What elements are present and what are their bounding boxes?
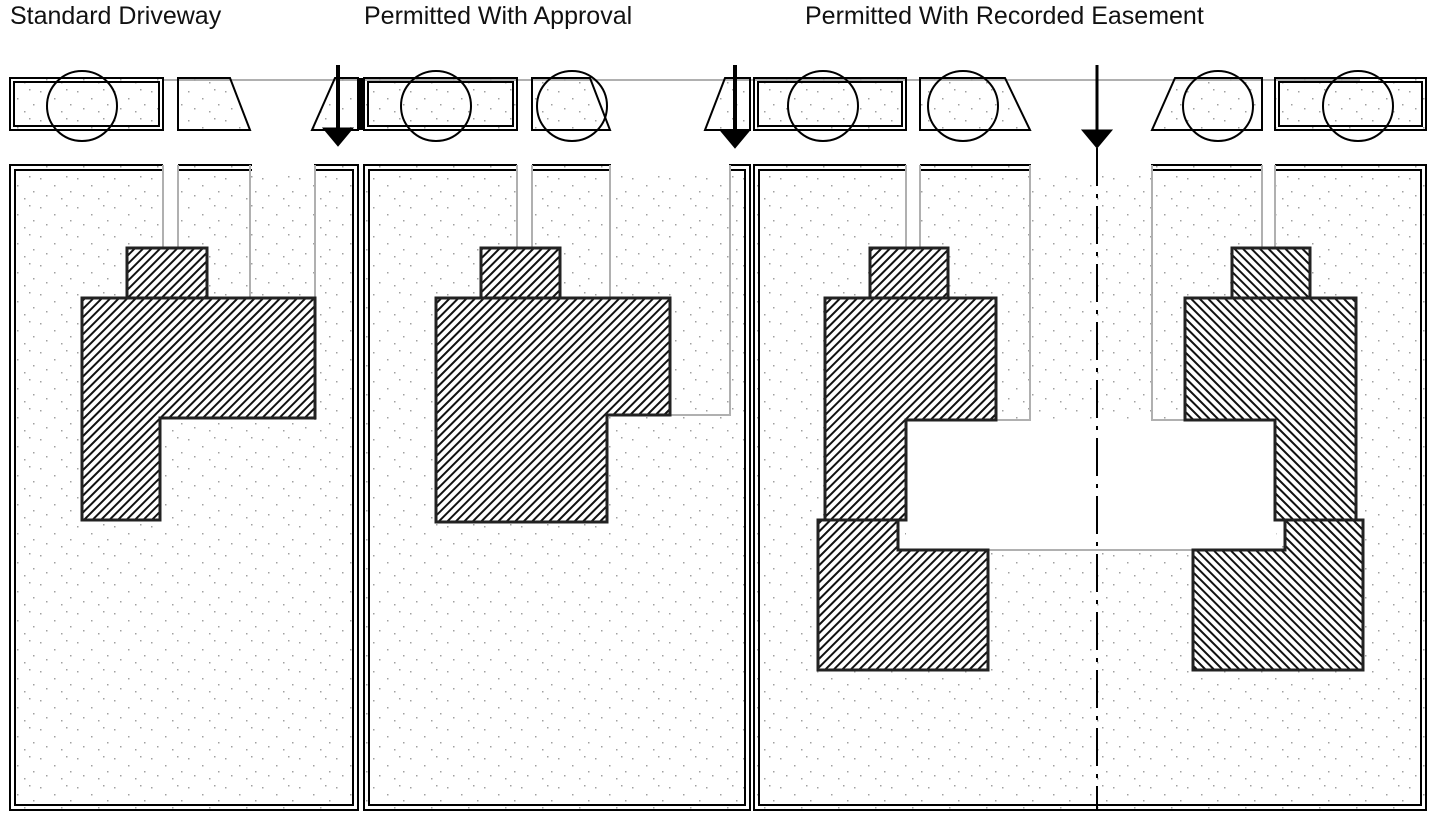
driveways bbox=[162, 160, 1285, 551]
tree-icon bbox=[1322, 70, 1394, 142]
house-easement-right bbox=[1183, 296, 1358, 522]
tree-icon bbox=[927, 70, 999, 142]
wing-easement-right bbox=[1191, 518, 1365, 672]
label-standard-driveway: Standard Driveway bbox=[10, 2, 222, 30]
tree-icon bbox=[400, 70, 472, 142]
label-permitted-with-recorded-easement: Permitted With Recorded Easement bbox=[805, 2, 1204, 30]
tree-icons bbox=[46, 70, 1394, 142]
tree-icon bbox=[536, 70, 608, 142]
tree-icon bbox=[787, 70, 859, 142]
arrow-down-icon bbox=[1080, 65, 1114, 149]
house-standard bbox=[80, 296, 317, 522]
houses bbox=[80, 246, 1365, 672]
garage-standard bbox=[125, 246, 209, 300]
label-permitted-with-approval: Permitted With Approval bbox=[364, 2, 633, 30]
tree-icon bbox=[1182, 70, 1254, 142]
house-approval bbox=[434, 296, 672, 524]
tree-icon bbox=[46, 70, 118, 142]
garage-easement-left bbox=[868, 246, 950, 300]
curb-strip bbox=[9, 77, 1427, 131]
garage-easement-right bbox=[1230, 246, 1312, 300]
wing-easement-left bbox=[816, 518, 990, 672]
access-arrows bbox=[321, 65, 1114, 149]
garage-approval bbox=[479, 246, 562, 300]
arrow-down-icon bbox=[321, 65, 355, 147]
arrow-down-icon bbox=[718, 65, 752, 149]
